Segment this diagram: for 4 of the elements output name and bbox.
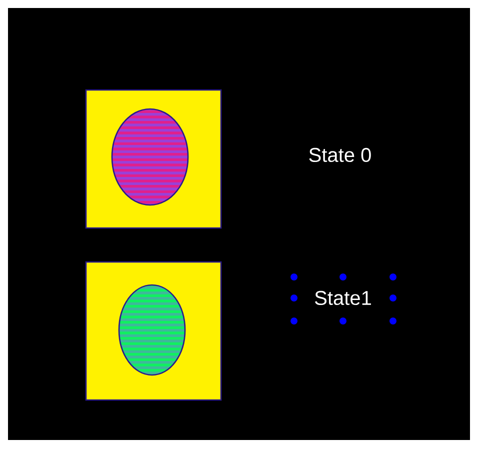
state-label: State1: [315, 290, 371, 306]
striped-ellipse: [111, 108, 189, 206]
striped-ellipse: [118, 284, 186, 376]
state-label: State 0: [309, 148, 371, 162]
